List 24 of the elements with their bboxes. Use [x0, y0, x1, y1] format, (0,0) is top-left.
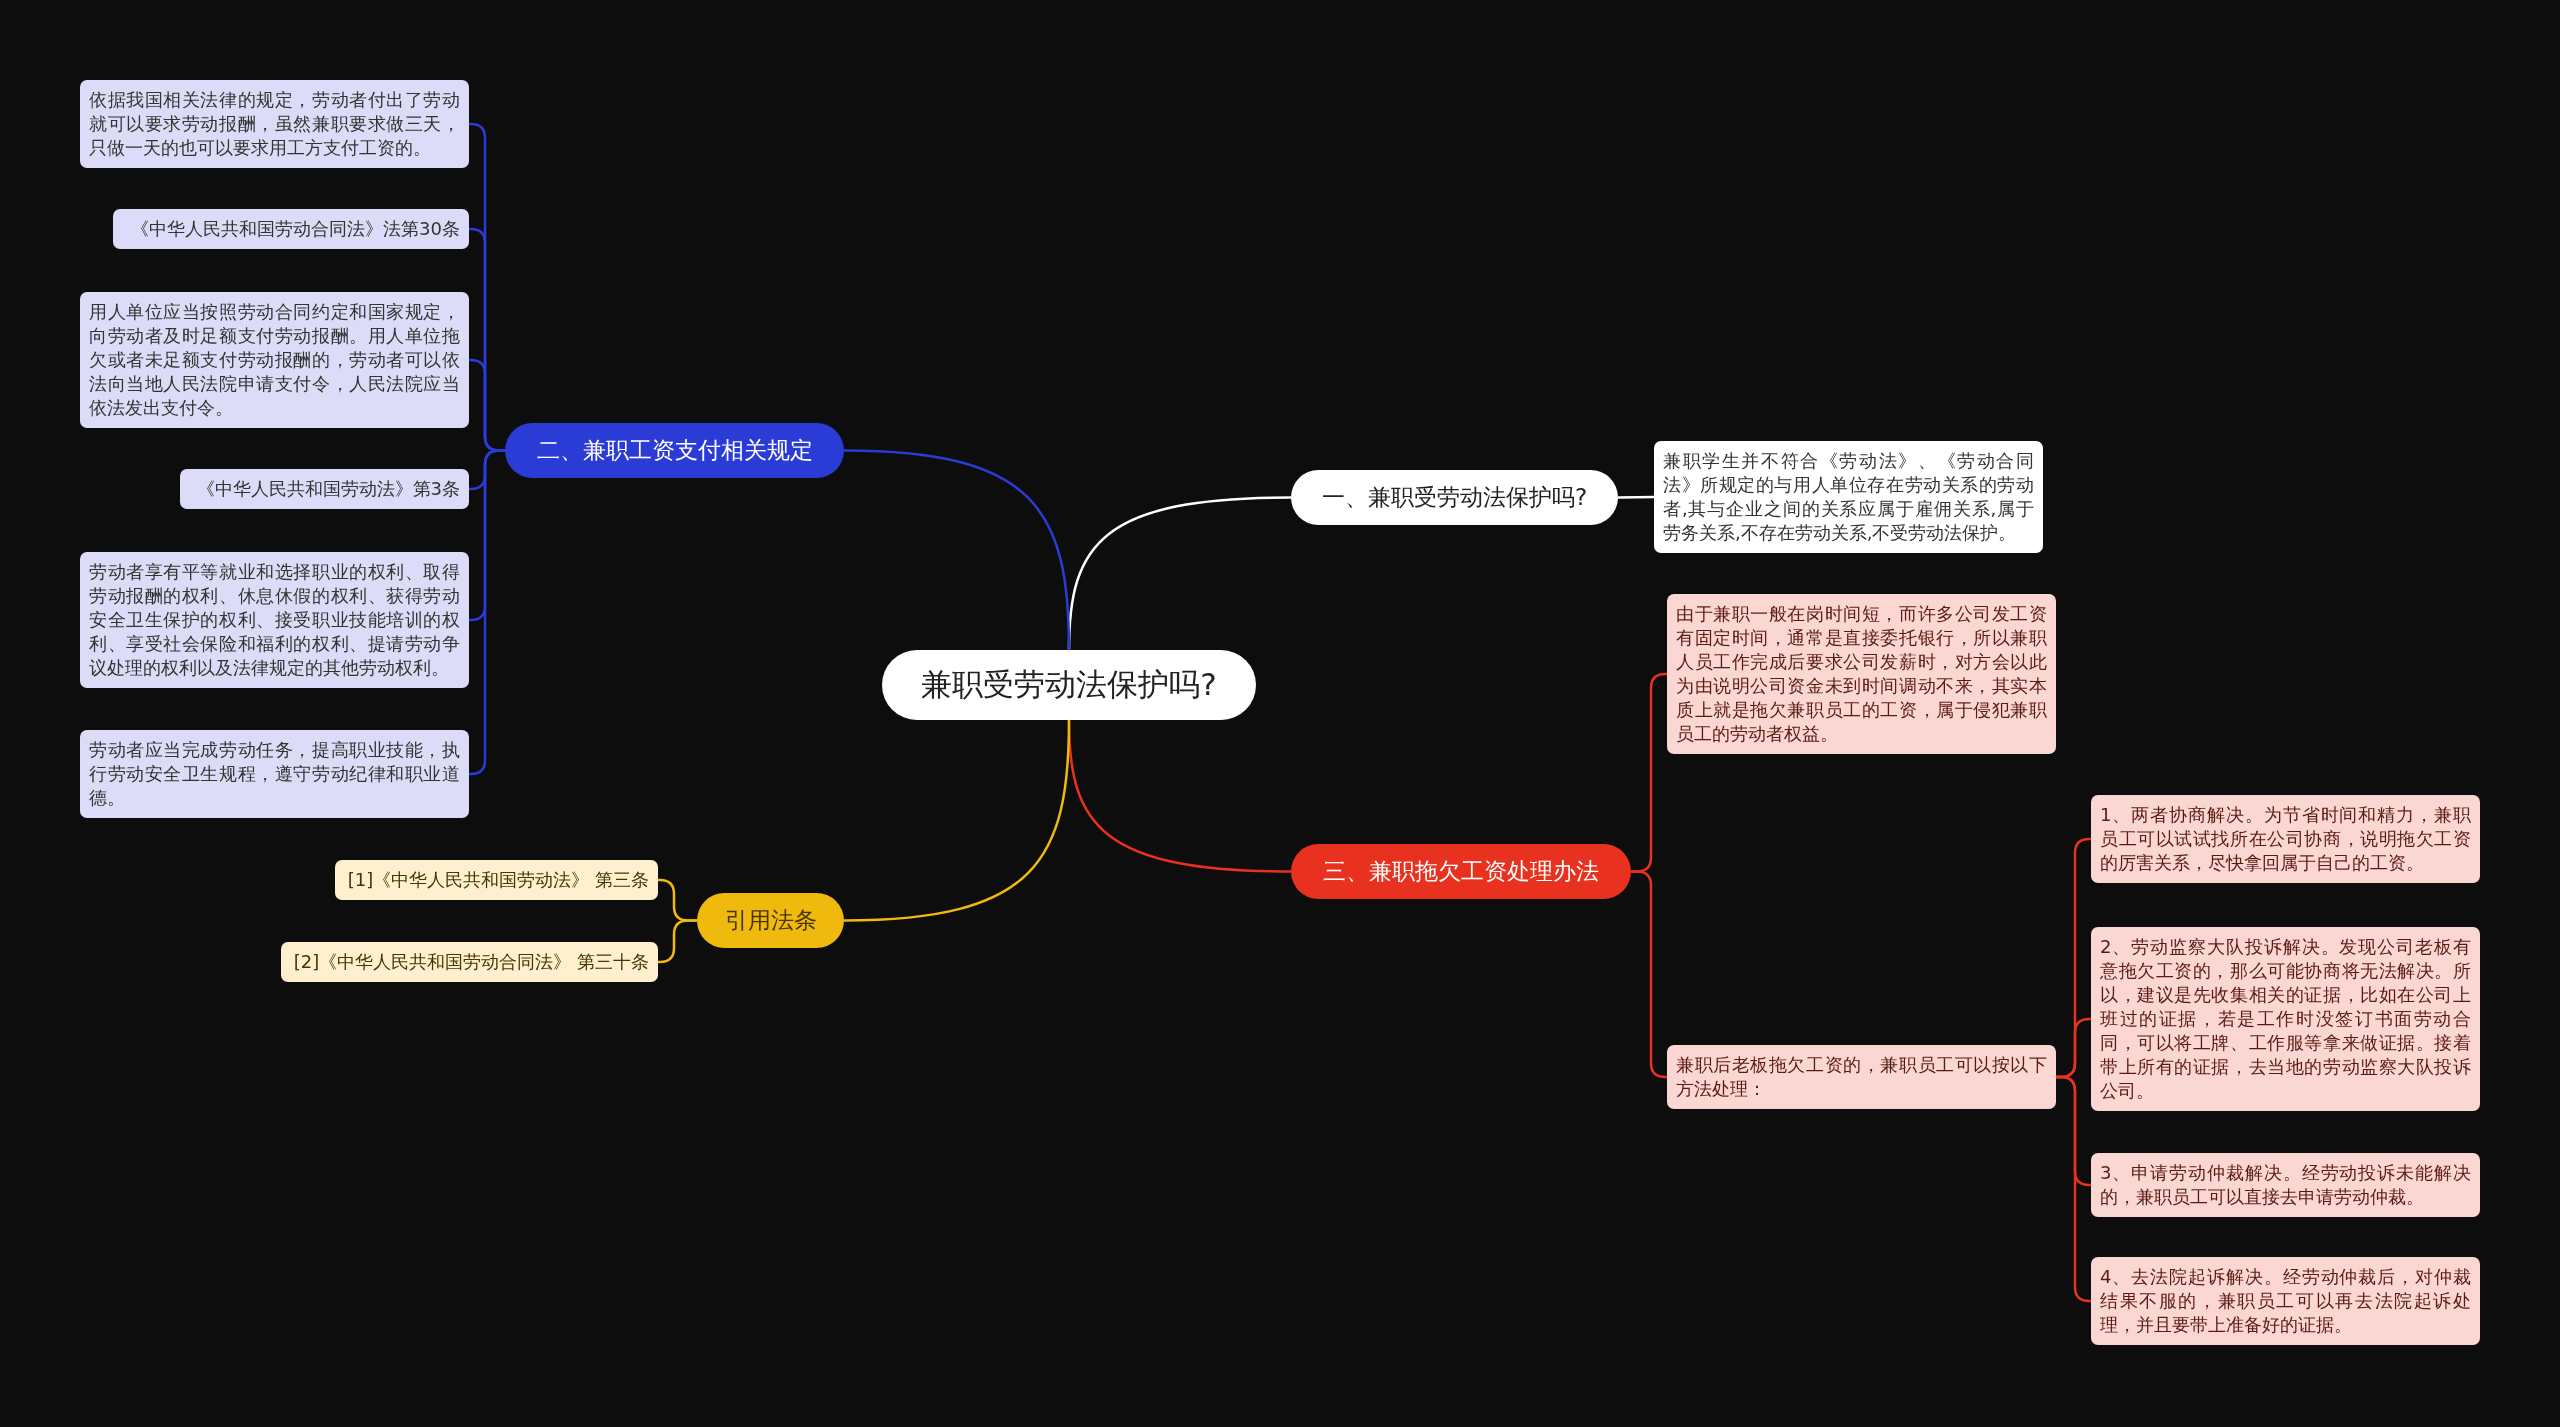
branch-topic: 三、兼职拖欠工资处理办法	[1291, 844, 1631, 899]
text-card: 1、两者协商解决。为节省时间和精力，兼职员工可以试试找所在公司协商，说明拖欠工资的厉害关系，尽快拿回属于自己的工资。	[2091, 795, 2480, 883]
text-card: 《中华人民共和国劳动法》第3条	[180, 469, 469, 509]
text-card: 2、劳动监察大队投诉解决。发现公司老板有意拖欠工资的，那么可能协商将无法解决。所以，建议是先收集相关的证据，比如在公司上班过的证据，若是工作时没签订书面劳动合同，可以将工牌、工作服等拿来做证据。接着带上所有的证据，去当地的劳动监察大队投诉公司。	[2091, 927, 2480, 1111]
text-card: [1]《中华人民共和国劳动法》 第三条	[335, 860, 658, 900]
branch-topic: 引用法条	[697, 893, 844, 948]
text-card: 依据我国相关法律的规定，劳动者付出了劳动就可以要求劳动报酬，虽然兼职要求做三天，只做一天的也可以要求用工方支付工资的。	[80, 80, 469, 168]
text-card: 用人单位应当按照劳动合同约定和国家规定，向劳动者及时足额支付劳动报酬。用人单位拖欠或者未足额支付劳动报酬的，劳动者可以依法向当地人民法院申请支付令，人民法院应当依法发出支付令。	[80, 292, 469, 428]
text-card: 劳动者享有平等就业和选择职业的权利、取得劳动报酬的权利、休息休假的权利、获得劳动安全卫生保护的权利、接受职业技能培训的权利、享受社会保险和福利的权利、提请劳动争议处理的权利以及法律规定的其他劳动权利。	[80, 552, 469, 688]
central-topic: 兼职受劳动法保护吗?	[882, 650, 1256, 720]
text-card: 3、申请劳动仲裁解决。经劳动投诉未能解决的，兼职员工可以直接去申请劳动仲裁。	[2091, 1153, 2480, 1217]
text-card: 由于兼职一般在岗时间短，而许多公司发工资有固定时间，通常是直接委托银行，所以兼职人员工作完成后要求公司发薪时，对方会以此为由说明公司资金未到时间调动不来，其实本质上就是拖欠兼职员工的工资，属于侵犯兼职员工的劳动者权益。	[1667, 594, 2056, 754]
text-card: 兼职后老板拖欠工资的，兼职员工可以按以下方法处理：	[1667, 1045, 2056, 1109]
text-card: 劳动者应当完成劳动任务，提高职业技能，执行劳动安全卫生规程，遵守劳动纪律和职业道德。	[80, 730, 469, 818]
connector-line	[1618, 495, 1654, 499]
branch-topic: 一、兼职受劳动法保护吗?	[1291, 470, 1618, 525]
connector-line	[843, 449, 1071, 651]
text-card: 《中华人民共和国劳动合同法》法第30条	[113, 209, 469, 249]
branch-topic: 二、兼职工资支付相关规定	[505, 423, 844, 478]
connector-line	[843, 719, 1071, 922]
text-card: [2]《中华人民共和国劳动合同法》 第三十条	[281, 942, 658, 982]
text-card: 4、去法院起诉解决。经劳动仲裁后，对仲裁结果不服的，兼职员工可以再去法院起诉处理，并且要带上准备好的证据。	[2091, 1257, 2480, 1345]
text-card: 兼职学生并不符合《劳动法》、《劳动合同法》所规定的与用人单位存在劳动关系的劳动者,其与企业之间的关系应属于雇佣关系,属于劳务关系,不存在劳动关系,不受劳动法保护。	[1654, 441, 2043, 553]
connector-line	[658, 919, 697, 964]
